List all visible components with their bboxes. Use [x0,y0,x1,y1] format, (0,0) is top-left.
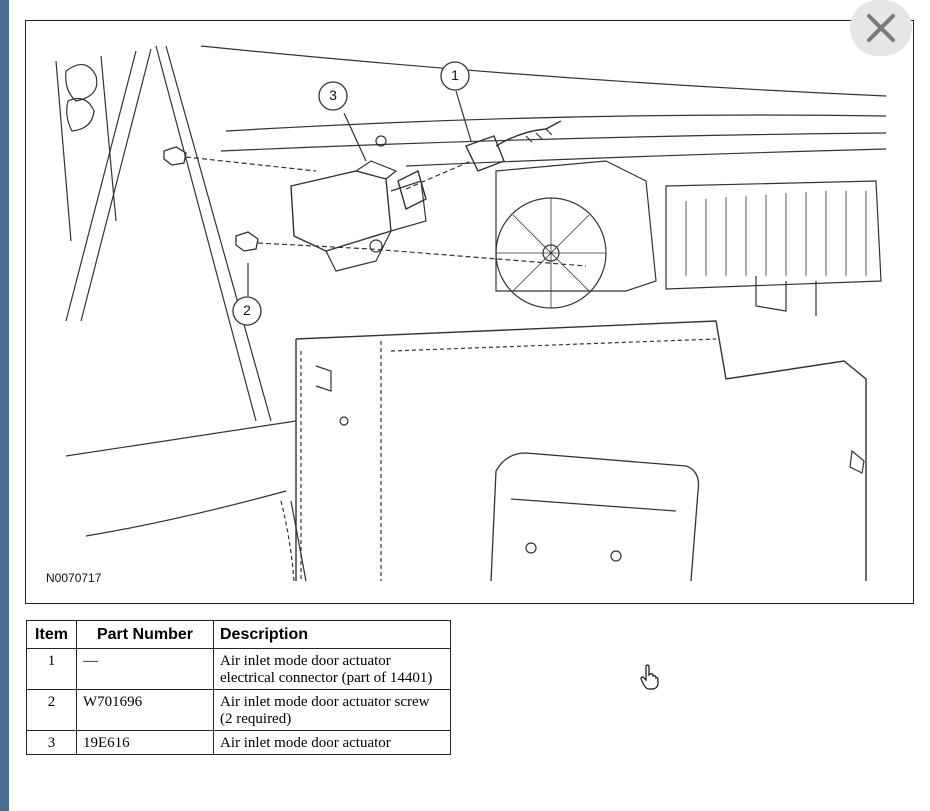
figure-id-label: N0070717 [46,571,102,585]
header-description: Description [213,620,451,649]
cell-part-number: 19E616 [76,730,214,755]
header-part-number: Part Number [76,620,214,649]
table-row: 2 W701696 Air inlet mode door actuator s… [26,689,451,731]
cell-description: Air inlet mode door actuator electrical … [213,648,451,690]
hand-pointer-icon [640,664,660,695]
table-row: 1 — Air inlet mode door actuator electri… [26,648,451,690]
line-drawing [55,45,887,582]
callout-label-1: 1 [451,67,459,83]
parts-table: Item Part Number Description 1 — Air inl… [26,620,451,755]
cell-item: 1 [26,648,77,690]
table-row: 3 19E616 Air inlet mode door actuator [26,730,451,755]
callout-label-2: 2 [243,302,251,318]
cell-description: Air inlet mode door actuator screw (2 re… [213,689,451,731]
cell-part-number: W701696 [76,689,214,731]
cell-item: 2 [26,689,77,731]
table-header-row: Item Part Number Description [26,620,451,649]
cell-part-number: — [76,648,214,690]
callout-label-3: 3 [329,87,337,103]
header-item: Item [26,620,77,649]
close-button[interactable] [850,0,912,56]
cell-item: 3 [26,730,77,755]
technical-illustration: 3 1 2 N0070717 [25,20,914,604]
close-icon [867,14,895,42]
cell-description: Air inlet mode door actuator [213,730,451,755]
window-edge-strip [0,0,9,811]
